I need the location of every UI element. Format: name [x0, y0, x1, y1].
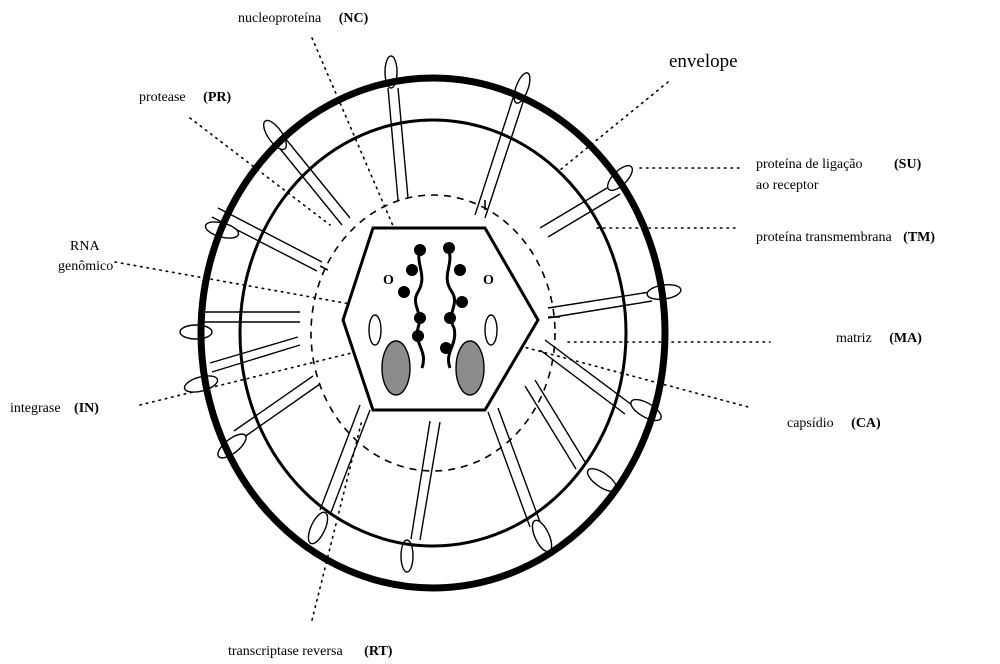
label-capsidio: capsídio (CA)	[787, 416, 881, 431]
spike-bottom-left	[304, 405, 370, 546]
leader-in	[140, 346, 380, 405]
leader-envelope	[560, 82, 668, 170]
core-mark-right: O	[483, 273, 494, 288]
label-nucleoproteina: nucleoproteína (NC)	[238, 11, 369, 26]
label-rna-line1: RNA	[70, 239, 100, 254]
spike-upper-left	[260, 117, 350, 225]
label-tm: proteína transmembrana (TM)	[756, 230, 935, 245]
label-rt: transcriptase reversa (RT)	[228, 644, 393, 659]
label-su-line1: proteína de ligação (SU)	[756, 157, 922, 172]
spike-bottom	[401, 421, 440, 572]
label-ma: matriz (MA)	[836, 331, 922, 346]
spike-right-low	[540, 340, 664, 425]
spike-right-high	[540, 162, 636, 237]
reverse-transcriptase-right	[456, 341, 484, 395]
protease-left	[369, 315, 381, 345]
label-su-line2: ao receptor	[756, 178, 819, 193]
reverse-transcriptase-left	[382, 341, 410, 395]
label-integrase: integrase (IN)	[10, 401, 99, 416]
core-mark-left: O	[383, 273, 394, 288]
label-envelope: envelope	[669, 51, 738, 72]
leader-ca	[520, 346, 752, 408]
label-protease: protease (PR)	[139, 90, 231, 105]
label-rna-line2: genômico	[58, 259, 113, 274]
spike-left-high	[204, 208, 322, 271]
protease-right	[485, 315, 497, 345]
